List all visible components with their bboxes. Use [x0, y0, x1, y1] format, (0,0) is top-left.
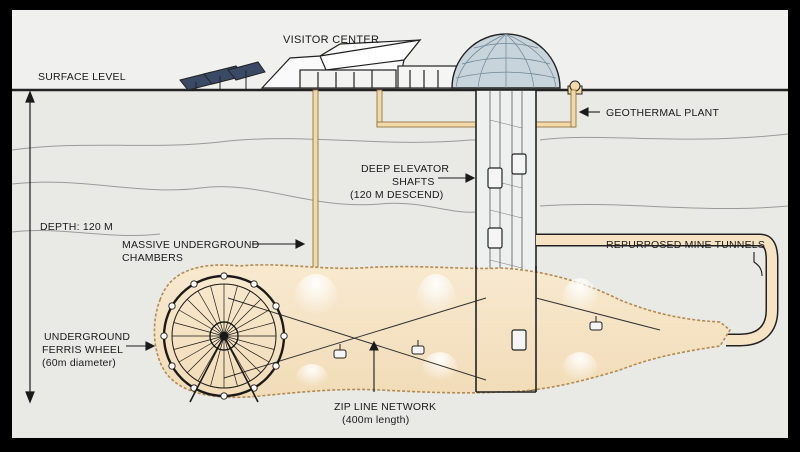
- ferris-spoke: [223, 335, 238, 387]
- ferris-spoke: [223, 285, 238, 337]
- solar-panel-icon: [179, 61, 266, 91]
- depth-label: DEPTH: 120 M: [40, 221, 113, 233]
- zipline-label-line2: (400m length): [342, 414, 409, 426]
- ferris-spoke: [223, 322, 275, 337]
- ferris-wheel-icon: [160, 272, 288, 403]
- visitor-center-label: VISITOR CENTER: [283, 34, 379, 46]
- elevator-shaft-lower: [475, 266, 537, 393]
- ferris-label-line2: FERRIS WHEEL: [42, 344, 123, 356]
- elevator-label-line3: (120 M DESCEND): [350, 189, 443, 201]
- ferris-label-line1: UNDERGROUND: [44, 331, 130, 343]
- mine-tunnels-label: REPURPOSED MINE TUNNELS: [606, 239, 765, 251]
- ferris-gondola: [220, 392, 228, 400]
- dome-icon: [451, 33, 561, 89]
- ferris-spoke: [223, 298, 262, 337]
- ferris-spoke: [173, 322, 225, 337]
- ferris-gondola: [272, 362, 280, 370]
- ferris-spoke: [178, 309, 225, 337]
- ferris-spoke: [197, 290, 225, 337]
- cavern-light-icon: [294, 274, 598, 392]
- surface-level-label: SURFACE LEVEL: [38, 71, 126, 83]
- ferris-gondola: [168, 362, 176, 370]
- rock-strata: [11, 133, 789, 236]
- leader-lines: [126, 107, 763, 392]
- elevator-label-line2: SHAFTS: [392, 176, 435, 188]
- depth-marker: [25, 90, 35, 404]
- ferris-spoke: [223, 290, 251, 337]
- ferris-gondola: [220, 272, 228, 280]
- mine-tunnels: [536, 233, 779, 347]
- ferris-spoke: [223, 335, 275, 350]
- ferris-gondola: [190, 280, 198, 288]
- ferris-spoke: [223, 335, 270, 363]
- ferris-spoke: [178, 335, 225, 363]
- visitor-center-building: [260, 39, 459, 89]
- ferris-label-line3: (60m diameter): [42, 357, 116, 369]
- ferris-gondola: [250, 280, 258, 288]
- elevator-label-line1: DEEP ELEVATOR: [361, 163, 449, 175]
- zipline-label-line1: ZIP LINE NETWORK: [334, 401, 436, 413]
- ferris-spoke: [173, 335, 225, 350]
- ferris-spoke: [223, 309, 270, 337]
- ferris-spoke: [210, 285, 225, 337]
- ferris-spoke: [186, 335, 225, 374]
- ferris-gondola: [272, 302, 280, 310]
- ferris-spoke: [223, 335, 262, 374]
- elevator-car-icon: [487, 153, 527, 351]
- ferris-gondola: [168, 302, 176, 310]
- geothermal-plant-label: GEOTHERMAL PLANT: [606, 107, 719, 119]
- ferris-gondola: [160, 332, 168, 340]
- ferris-gondola: [280, 332, 288, 340]
- chambers-label-line1: MASSIVE UNDERGROUND: [122, 239, 260, 251]
- zipline-gondola-icon: [333, 316, 603, 359]
- ferris-spoke: [186, 298, 225, 337]
- chambers-label-line2: CHAMBERS: [122, 252, 183, 264]
- ferris-spoke: [210, 335, 225, 387]
